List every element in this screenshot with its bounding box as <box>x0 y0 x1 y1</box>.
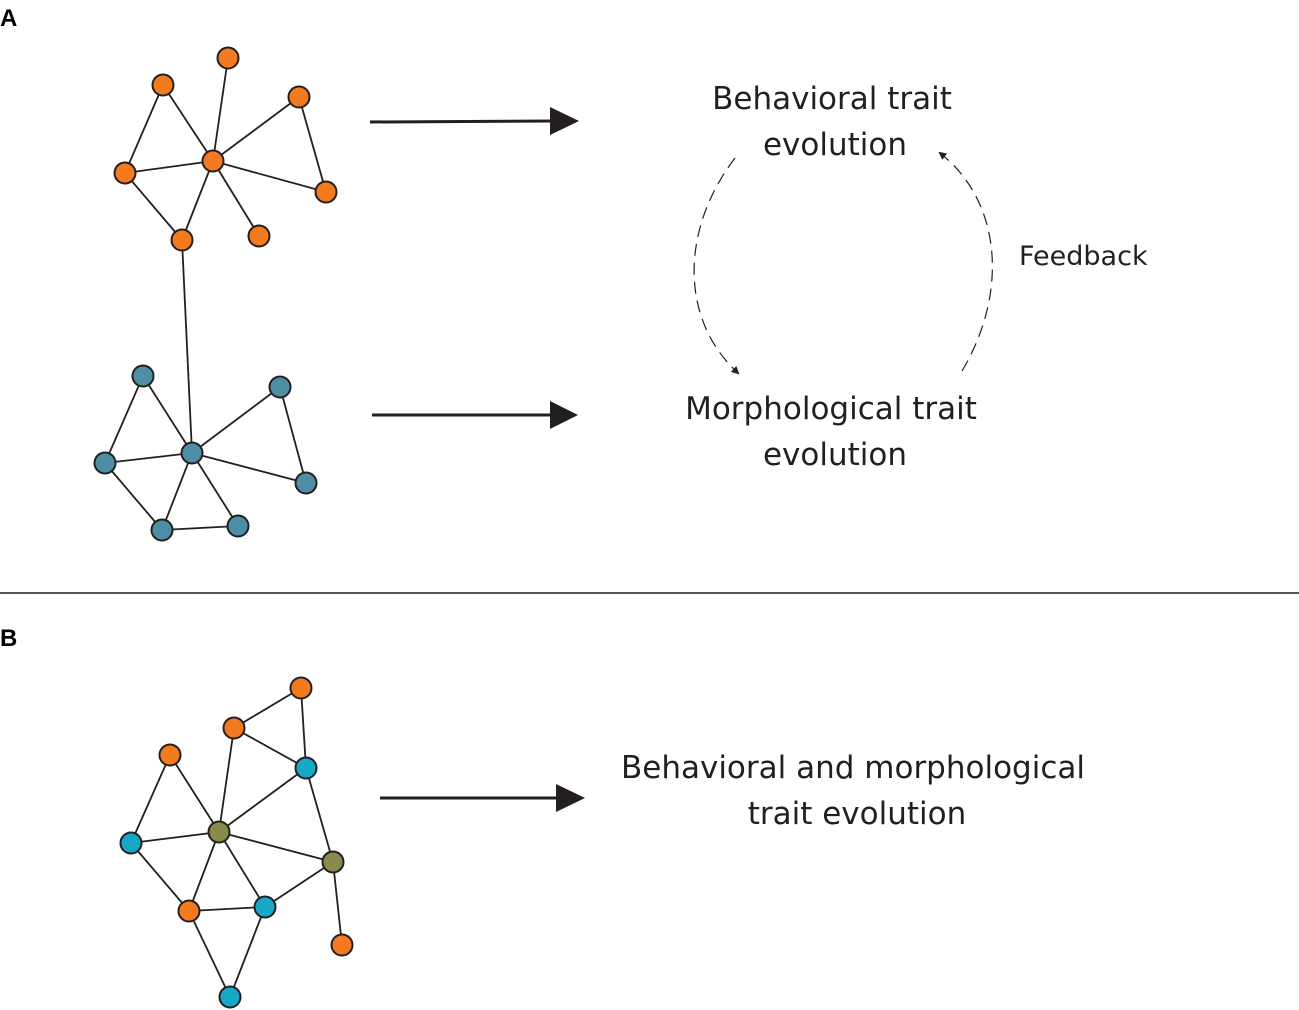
edge <box>124 160 214 174</box>
edge <box>188 831 220 912</box>
network-b <box>119 676 354 1009</box>
combined-trait-label-line2: trait evolution <box>748 796 967 832</box>
edge <box>191 386 281 454</box>
node-teal <box>131 364 155 388</box>
edge <box>229 906 266 998</box>
node-orange <box>287 85 311 109</box>
behavioral-trait-label-line2: evolution <box>763 127 907 163</box>
arrow-head <box>550 107 579 135</box>
feedback-arc-left <box>693 157 740 375</box>
panel-a-letter: A <box>0 5 17 32</box>
node-orange <box>170 228 194 252</box>
morphological-trait-label-line2: evolution <box>763 437 907 473</box>
combined-trait-label-line1: Behavioral and morphological <box>621 750 1085 786</box>
network-a-bottom-nodes <box>93 364 318 542</box>
edge <box>162 84 214 162</box>
edge <box>279 386 307 484</box>
edge <box>142 375 193 454</box>
edge <box>104 375 144 464</box>
network-b-edges <box>130 687 343 998</box>
node-orange <box>330 933 354 957</box>
node-cyan <box>119 831 143 855</box>
node-cyan <box>294 756 318 780</box>
network-a-top <box>113 46 338 454</box>
node-teal <box>150 518 174 542</box>
edge <box>104 452 193 464</box>
node-teal <box>180 441 204 465</box>
node-cyan <box>218 985 242 1009</box>
edge <box>212 96 300 162</box>
node-orange <box>289 676 313 700</box>
edge <box>218 727 235 833</box>
network-b-nodes <box>119 676 354 1009</box>
node-teal <box>93 451 117 475</box>
edge <box>212 57 229 162</box>
node-teal <box>294 471 318 495</box>
network-a-top-nodes <box>113 46 338 252</box>
node-olive <box>207 820 231 844</box>
edge <box>218 767 307 833</box>
edge <box>181 160 214 241</box>
edge <box>181 239 193 454</box>
edge <box>332 861 343 946</box>
feedback-arc-right <box>938 151 993 372</box>
edge <box>218 831 266 908</box>
behavioral-trait-label-line1: Behavioral trait <box>712 81 952 117</box>
edge <box>233 687 302 729</box>
arrow-head <box>556 784 585 812</box>
edge <box>161 525 239 531</box>
arrow-a-top <box>369 107 579 135</box>
edge <box>130 754 171 844</box>
edge <box>104 462 163 531</box>
node-orange <box>222 716 246 740</box>
node-orange <box>247 224 271 248</box>
arrow-shaft <box>369 119 553 124</box>
node-orange <box>151 73 175 97</box>
edge <box>300 687 307 769</box>
panel-b-letter: B <box>0 625 17 652</box>
arrow-head <box>550 401 578 429</box>
node-cyan <box>253 895 277 919</box>
node-orange <box>201 149 225 173</box>
edge <box>298 96 327 193</box>
feedback-label: Feedback <box>1019 241 1148 272</box>
node-orange <box>314 180 338 204</box>
edge <box>169 754 220 833</box>
edge <box>188 906 266 912</box>
arrow-b <box>380 784 585 812</box>
edge <box>191 452 239 527</box>
node-orange <box>177 899 201 923</box>
edge <box>124 84 164 174</box>
edge <box>264 861 334 908</box>
edge <box>218 831 334 863</box>
edge <box>161 452 193 531</box>
edge <box>233 727 307 769</box>
edge <box>130 842 190 912</box>
network-a-bottom <box>93 364 318 542</box>
edge <box>212 160 327 193</box>
node-olive <box>321 850 345 874</box>
edge <box>212 160 260 237</box>
node-orange <box>158 743 182 767</box>
edge <box>305 767 334 863</box>
edge <box>130 831 220 844</box>
node-orange <box>216 46 240 70</box>
network-a-top-edges <box>124 57 327 454</box>
node-orange <box>113 161 137 185</box>
network-a-bottom-edges <box>104 375 307 531</box>
node-teal <box>226 514 250 538</box>
node-teal <box>268 375 292 399</box>
edge <box>191 452 307 484</box>
arrow-a-bottom <box>372 401 578 429</box>
morphological-trait-label-line1: Morphological trait <box>685 391 977 427</box>
edge <box>124 172 183 241</box>
edge <box>188 910 231 998</box>
